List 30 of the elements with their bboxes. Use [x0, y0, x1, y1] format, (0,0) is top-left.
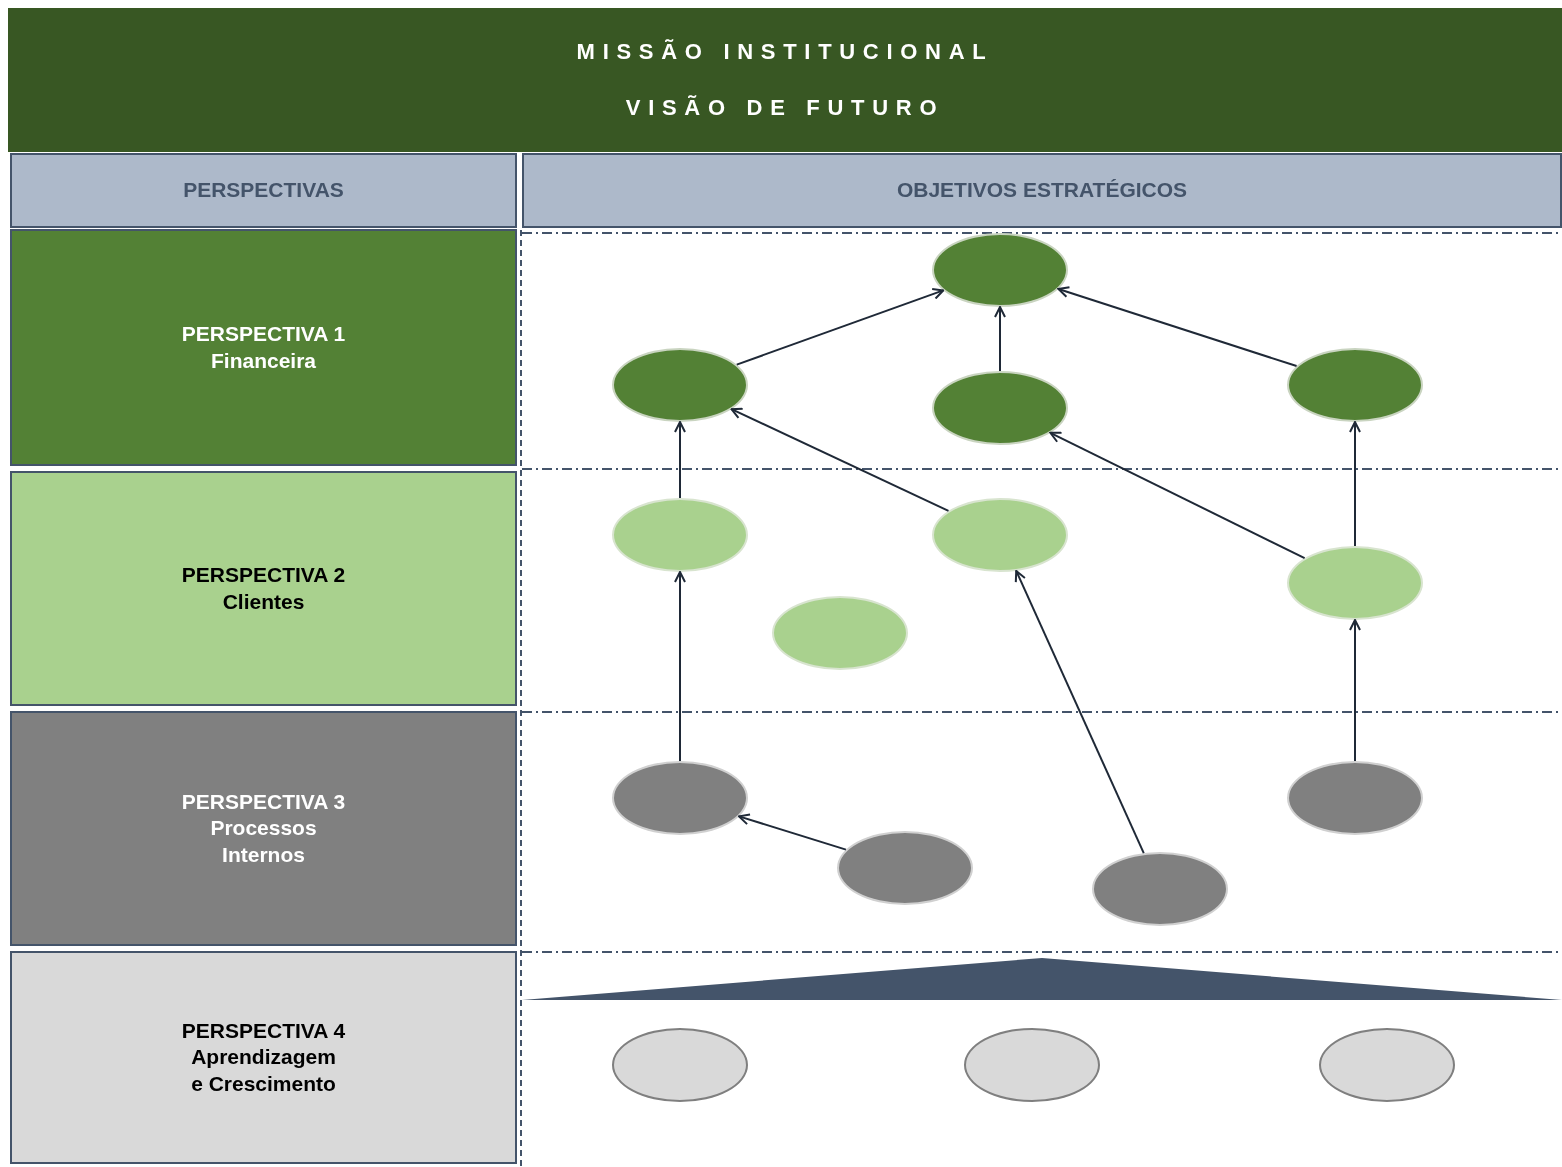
arrow	[1049, 431, 1306, 560]
column-title: OBJETIVOS ESTRATÉGICOS	[896, 177, 1188, 204]
arrow	[1057, 286, 1298, 368]
perspective-box	[10, 229, 517, 466]
perspective-box	[10, 711, 517, 946]
perspective-name: Financeira	[210, 347, 316, 374]
arrow	[674, 571, 686, 762]
perspective-title: PERSPECTIVA 3	[181, 789, 346, 816]
perspective-title: PERSPECTIVA 4	[181, 1018, 346, 1045]
arrow	[730, 407, 950, 512]
arrow	[1349, 421, 1361, 547]
perspective-name: Aprendizagem e Crescimento	[190, 1044, 337, 1097]
perspective-box	[10, 951, 517, 1164]
arrow	[674, 421, 686, 499]
perspective-title: PERSPECTIVA 1	[181, 321, 346, 348]
arrow	[738, 813, 847, 851]
header-title: MISSÃO INSTITUCIONAL	[576, 38, 994, 66]
perspective-name: Processos Internos	[209, 815, 318, 868]
arrow	[735, 288, 945, 366]
header-title: VISÃO DE FUTURO	[625, 94, 945, 122]
arrow	[1349, 619, 1361, 762]
column-header	[522, 153, 1562, 228]
arrow	[994, 306, 1006, 372]
perspective-name: Clientes	[222, 588, 305, 615]
arrow	[1014, 569, 1145, 855]
column-header	[10, 153, 517, 228]
perspective-box	[10, 471, 517, 706]
column-title: PERSPECTIVAS	[183, 177, 344, 204]
perspective-title: PERSPECTIVA 2	[181, 562, 346, 589]
header-band	[8, 8, 1562, 152]
